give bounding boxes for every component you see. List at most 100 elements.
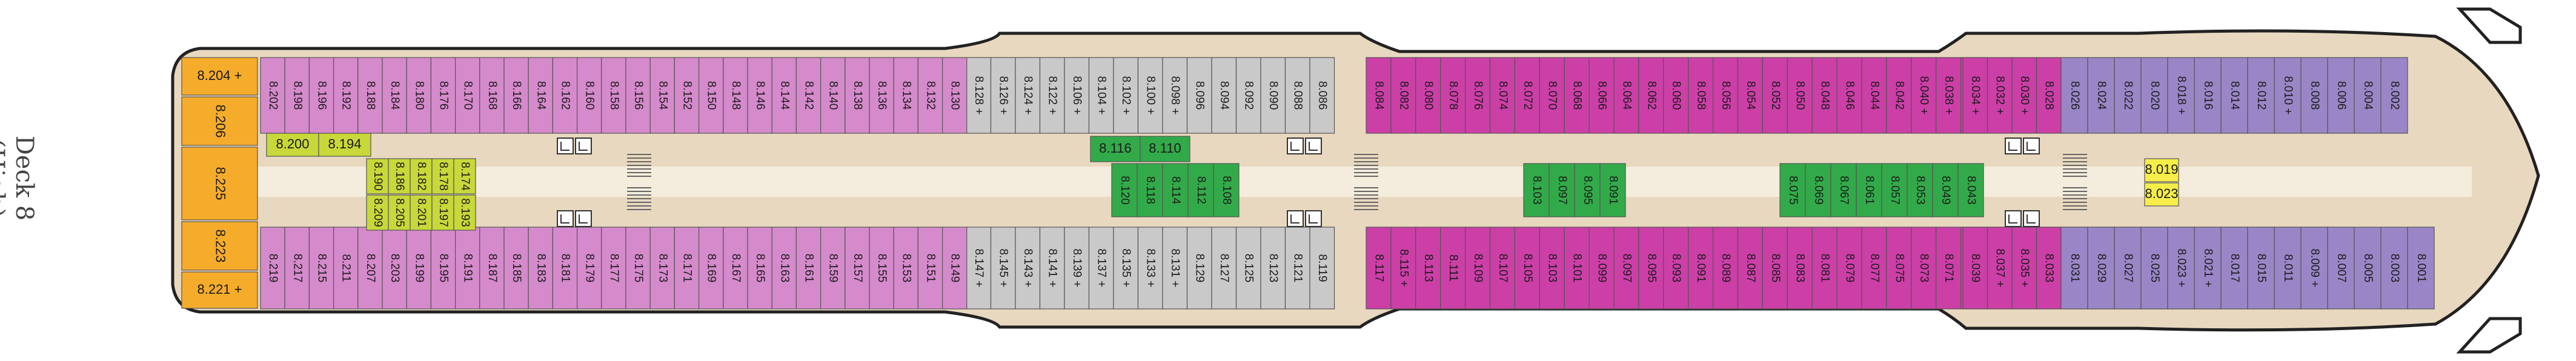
- cabin[interactable]: 8.125: [1235, 227, 1261, 310]
- cabin[interactable]: 8.003: [2380, 227, 2408, 310]
- cabin[interactable]: 8.146: [747, 57, 772, 134]
- cabin[interactable]: 8.137 +: [1088, 227, 1114, 310]
- cabin[interactable]: 8.197: [431, 194, 454, 231]
- cabin[interactable]: 8.186: [388, 158, 411, 194]
- cabin[interactable]: 8.038 +: [1936, 57, 1962, 134]
- cabin[interactable]: 8.069: [1805, 163, 1831, 217]
- cabin[interactable]: 8.115 +: [1390, 227, 1416, 310]
- cabin[interactable]: 8.034 +: [1962, 57, 1988, 134]
- cabin[interactable]: 8.108: [1213, 163, 1240, 217]
- cabin[interactable]: 8.163: [771, 227, 797, 310]
- cabin[interactable]: 8.029: [2087, 227, 2115, 310]
- cabin[interactable]: 8.176: [430, 57, 456, 134]
- cabin[interactable]: 8.092: [1235, 57, 1261, 134]
- cabin[interactable]: 8.031: [2060, 227, 2088, 310]
- cabin[interactable]: 8.076: [1465, 57, 1491, 134]
- cabin[interactable]: 8.088: [1284, 57, 1310, 134]
- cabin[interactable]: 8.040 +: [1911, 57, 1937, 134]
- cabin[interactable]: 8.121: [1284, 227, 1310, 310]
- cabin[interactable]: 8.187: [479, 227, 505, 310]
- cabin[interactable]: 8.046: [1836, 57, 1862, 134]
- cabin[interactable]: 8.177: [601, 227, 626, 310]
- cabin[interactable]: 8.161: [795, 227, 822, 310]
- cabin[interactable]: 8.215: [308, 227, 334, 310]
- cabin[interactable]: 8.106 +: [1064, 57, 1090, 134]
- cabin[interactable]: 8.095: [1638, 227, 1664, 310]
- cabin[interactable]: 8.200: [266, 133, 319, 157]
- suite[interactable]: 8.223: [181, 221, 258, 271]
- cabin[interactable]: 8.143 +: [1015, 227, 1041, 310]
- cabin[interactable]: 8.058: [1688, 57, 1714, 134]
- cabin[interactable]: 8.007: [2327, 227, 2355, 310]
- cabin[interactable]: 8.021 +: [2194, 227, 2222, 310]
- cabin[interactable]: 8.166: [503, 57, 529, 134]
- suite[interactable]: 8.206: [181, 96, 258, 146]
- cabin[interactable]: 8.160: [576, 57, 602, 134]
- cabin[interactable]: 8.078: [1440, 57, 1466, 134]
- cabin[interactable]: 8.105: [1514, 227, 1540, 310]
- cabin[interactable]: 8.104 +: [1088, 57, 1114, 134]
- cabin[interactable]: 8.002: [2380, 57, 2408, 134]
- cabin[interactable]: 8.159: [820, 227, 846, 310]
- cabin[interactable]: 8.188: [357, 57, 383, 134]
- cabin[interactable]: 8.112: [1187, 163, 1214, 217]
- cabin[interactable]: 8.103: [1539, 227, 1565, 310]
- cabin[interactable]: 8.096: [1186, 57, 1212, 134]
- cabin[interactable]: 8.180: [406, 57, 432, 134]
- cabin[interactable]: 8.087: [1737, 227, 1764, 310]
- cabin[interactable]: 8.194: [318, 133, 371, 157]
- cabin[interactable]: 8.119: [1309, 227, 1335, 310]
- cabin[interactable]: 8.071: [1936, 227, 1962, 310]
- suite[interactable]: 8.225: [181, 147, 258, 220]
- cabin[interactable]: 8.116: [1090, 136, 1141, 162]
- cabin[interactable]: 8.217: [284, 227, 310, 310]
- cabin[interactable]: 8.049: [1932, 163, 1959, 217]
- cabin[interactable]: 8.196: [308, 57, 334, 134]
- cabin[interactable]: 8.026: [2060, 57, 2088, 134]
- cabin[interactable]: 8.068: [1564, 57, 1590, 134]
- cabin[interactable]: 8.109: [1465, 227, 1491, 310]
- cabin[interactable]: 8.201: [410, 194, 433, 231]
- cabin[interactable]: 8.114: [1162, 163, 1189, 217]
- cabin[interactable]: 8.182: [410, 158, 433, 194]
- cabin[interactable]: 8.020: [2140, 57, 2168, 134]
- cabin[interactable]: 8.025: [2140, 227, 2168, 310]
- cabin[interactable]: 8.219: [260, 227, 285, 310]
- cabin[interactable]: 8.012: [2247, 57, 2275, 134]
- cabin[interactable]: 8.164: [528, 57, 554, 134]
- cabin[interactable]: 8.016: [2194, 57, 2222, 134]
- cabin[interactable]: 8.117: [1366, 227, 1392, 310]
- cabin[interactable]: 8.141 +: [1039, 227, 1065, 310]
- cabin[interactable]: 8.151: [917, 227, 943, 310]
- cabin[interactable]: 8.153: [893, 227, 918, 310]
- cabin[interactable]: 8.070: [1539, 57, 1565, 134]
- cabin[interactable]: 8.191: [454, 227, 480, 310]
- cabin[interactable]: 8.075: [1779, 163, 1806, 217]
- cabin[interactable]: 8.099: [1588, 227, 1615, 310]
- cabin[interactable]: 8.086: [1309, 57, 1335, 134]
- cabin[interactable]: 8.157: [845, 227, 870, 310]
- cabin[interactable]: 8.067: [1830, 163, 1857, 217]
- cabin[interactable]: 8.209: [366, 194, 389, 231]
- cabin[interactable]: 8.084: [1366, 57, 1392, 134]
- cabin[interactable]: 8.014: [2220, 57, 2248, 134]
- cabin[interactable]: 8.155: [869, 227, 894, 310]
- cabin[interactable]: 8.035 +: [2011, 227, 2037, 310]
- cabin[interactable]: 8.130: [941, 57, 968, 134]
- cabin[interactable]: 8.171: [674, 227, 700, 310]
- cabin[interactable]: 8.033: [2036, 227, 2062, 310]
- cabin[interactable]: 8.103: [1523, 163, 1550, 217]
- cabin[interactable]: 8.054: [1737, 57, 1764, 134]
- cabin[interactable]: 8.144: [771, 57, 797, 134]
- cabin[interactable]: 8.022: [2114, 57, 2142, 134]
- cabin[interactable]: 8.064: [1613, 57, 1639, 134]
- cabin[interactable]: 8.156: [625, 57, 651, 134]
- cabin[interactable]: 8.113: [1415, 227, 1441, 310]
- cabin[interactable]: 8.006: [2327, 57, 2355, 134]
- cabin[interactable]: 8.089: [1713, 227, 1739, 310]
- cabin[interactable]: 8.170: [454, 57, 480, 134]
- cabin[interactable]: 8.205: [388, 194, 411, 231]
- cabin[interactable]: 8.131 +: [1162, 227, 1188, 310]
- cabin[interactable]: 8.138: [845, 57, 870, 134]
- cabin[interactable]: 8.072: [1514, 57, 1540, 134]
